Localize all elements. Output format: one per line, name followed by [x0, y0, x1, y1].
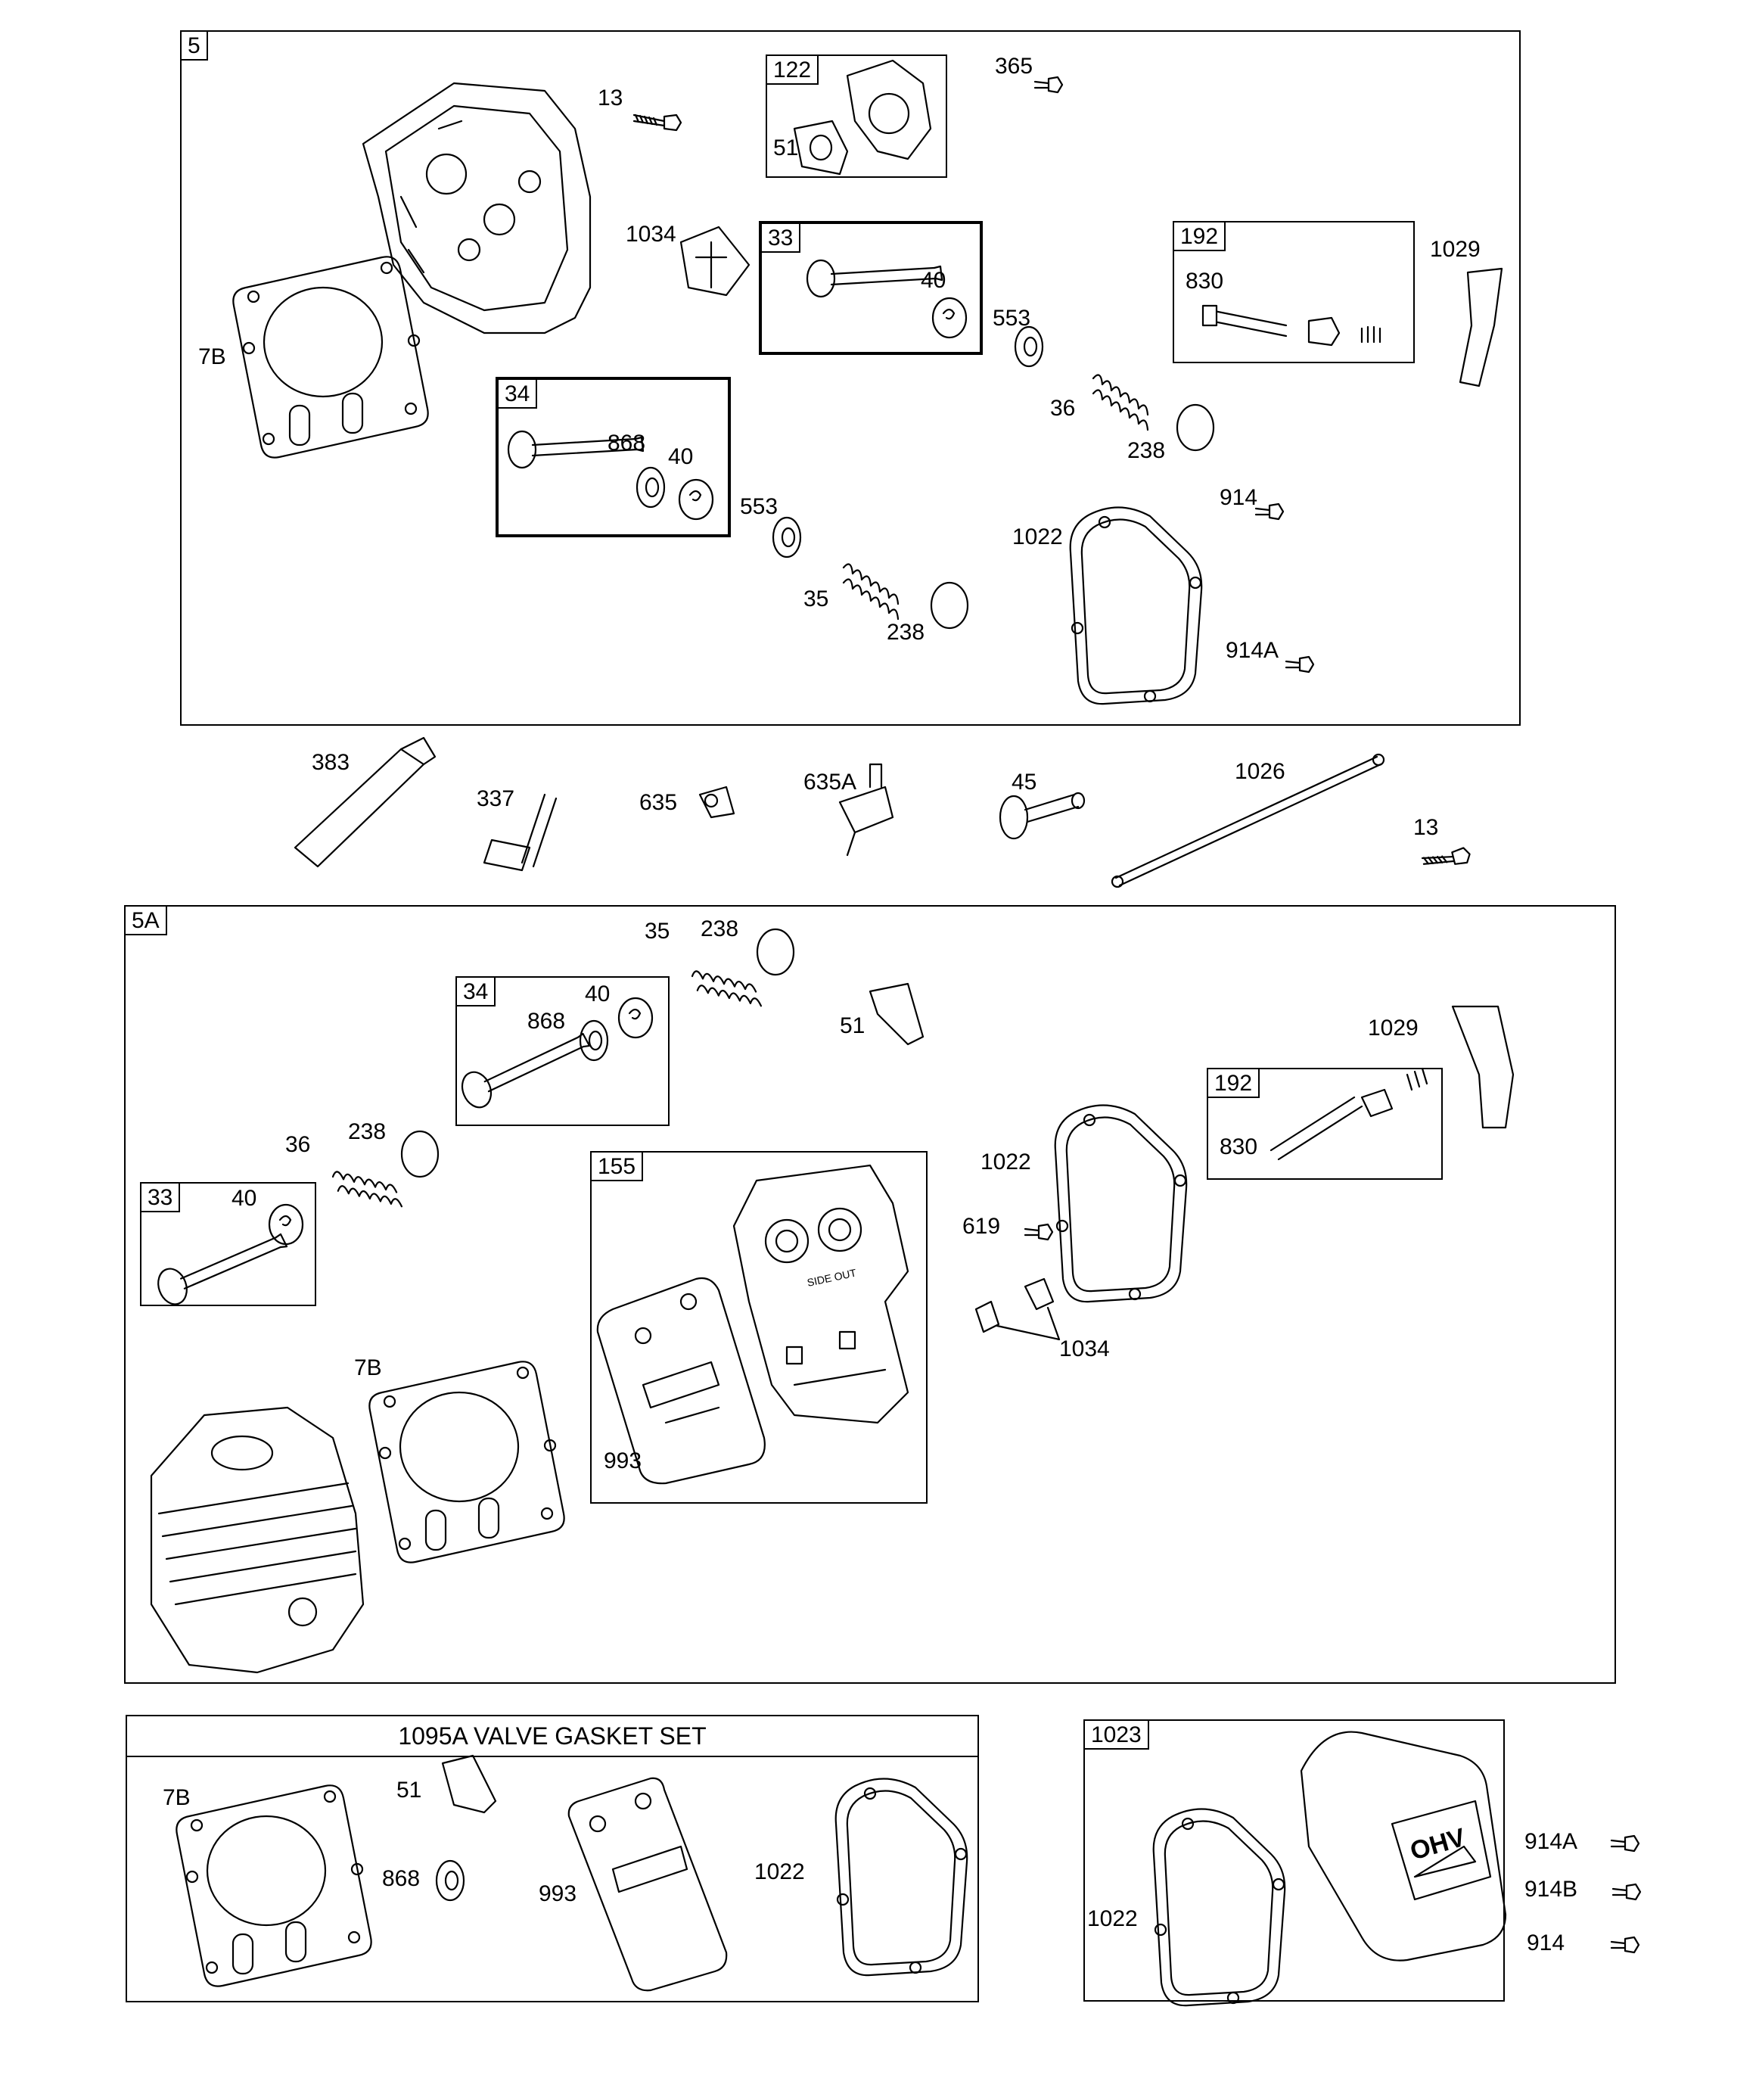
callout-set-868: 868	[382, 1866, 421, 1891]
callout-5A-993: 993	[604, 1448, 642, 1473]
clip-1034-drawing	[974, 1277, 1061, 1341]
gasket-set-title: 1095A VALVE GASKET SET	[127, 1716, 977, 1757]
callout-5A-238-b: 238	[348, 1119, 387, 1144]
callout-830: 830	[1186, 269, 1224, 294]
callout-238: 238	[1127, 438, 1166, 463]
callout-40: 40	[921, 268, 946, 293]
callout-5A-619: 619	[962, 1214, 1001, 1239]
group-33-5A-tag: 33	[140, 1182, 181, 1212]
rocker-arm-drawing	[1459, 267, 1503, 387]
group-192-5A-tag: 192	[1207, 1068, 1260, 1098]
callout-5A-36: 36	[285, 1132, 311, 1157]
callout-5A-40-b: 40	[232, 1186, 257, 1211]
callout-set-993: 993	[539, 1881, 577, 1906]
callout-cover-1022: 1022	[1087, 1906, 1138, 1931]
fitting-635A-drawing	[838, 763, 894, 857]
intake-elbow-drawing	[793, 59, 932, 176]
callout-238-b: 238	[887, 620, 925, 645]
callout-5A-51: 51	[840, 1013, 866, 1038]
group-122-tag: 122	[766, 54, 819, 85]
gasket-155-drawing	[596, 1164, 909, 1485]
callout-5A-830: 830	[1220, 1134, 1258, 1159]
group-192-5A-frame: 192	[1207, 1068, 1443, 1180]
callout-914: 914	[1220, 485, 1258, 510]
callout-36: 36	[1050, 396, 1076, 421]
callout-5A-7B: 7B	[354, 1355, 382, 1380]
cover-set-frame: 1023	[1083, 1719, 1505, 2002]
callout-45: 45	[1012, 770, 1037, 795]
callout-40-b: 40	[668, 444, 694, 469]
callout-635: 635	[639, 790, 678, 815]
section-5A-frame: 5A	[124, 905, 1616, 1684]
spark-plug-boot-drawing	[294, 736, 437, 868]
group-34-tag: 34	[497, 378, 538, 409]
callout-5A-35: 35	[645, 919, 670, 944]
callout-914-cover: 914	[1527, 1930, 1565, 1955]
callout-5A-1034: 1034	[1059, 1336, 1110, 1361]
cylinder-head-drawing	[362, 82, 592, 334]
breather-plate-drawing	[679, 226, 751, 297]
callout-914A-cover: 914A	[1524, 1829, 1578, 1854]
callout-13-loose: 13	[1413, 815, 1439, 840]
spark-plug-drawing	[483, 793, 558, 872]
callout-1029: 1029	[1430, 237, 1481, 262]
rocker-arm-5a-drawing	[1451, 1005, 1515, 1129]
callout-5A-238: 238	[701, 916, 739, 941]
group-33-frame: 33	[759, 221, 983, 355]
valve-45-drawing	[999, 792, 1086, 840]
callout-51: 51	[773, 135, 799, 160]
gasket-set-frame: 1095A VALVE GASKET SET	[126, 1715, 979, 2002]
rocker-stud-drawing	[1201, 304, 1381, 347]
callout-337: 337	[477, 786, 515, 811]
group-192-frame: 192	[1173, 221, 1415, 363]
callout-1034: 1034	[626, 222, 676, 247]
callout-914A: 914A	[1226, 638, 1279, 663]
callout-868: 868	[608, 431, 646, 456]
callout-set-1022: 1022	[754, 1859, 805, 1884]
rocker-stud-5a-drawing	[1270, 1067, 1428, 1161]
callout-1026: 1026	[1235, 759, 1285, 784]
section-5A-tag: 5A	[124, 905, 167, 935]
gasket-51-drawing	[869, 982, 925, 1046]
group-155-frame: 155	[590, 1151, 928, 1504]
group-33-5A-frame: 33	[140, 1182, 316, 1306]
callout-365: 365	[995, 54, 1033, 79]
callout-7B: 7B	[198, 344, 226, 369]
group-192-tag: 192	[1173, 221, 1226, 251]
callout-5A-868: 868	[527, 1009, 566, 1034]
callout-35: 35	[803, 586, 829, 611]
callout-5A-40: 40	[585, 982, 611, 1006]
callout-1022: 1022	[1012, 524, 1063, 549]
callout-set-7B: 7B	[163, 1785, 191, 1810]
group-33-tag: 33	[760, 222, 801, 253]
group-122-frame: 122	[766, 54, 947, 178]
callout-13: 13	[598, 86, 623, 110]
callout-5A-1029: 1029	[1368, 1016, 1419, 1041]
callout-635A: 635A	[803, 770, 857, 795]
push-rod-drawing	[1111, 753, 1385, 888]
callout-553-b: 553	[740, 494, 778, 519]
group-34-5A-frame: 34	[455, 976, 670, 1126]
section-5-tag: 5	[180, 30, 208, 61]
section-5-frame: 5	[180, 30, 1521, 726]
valve-cover-drawing	[1300, 1731, 1507, 1962]
callout-914B-cover: 914B	[1524, 1877, 1578, 1902]
callout-5A-1022: 1022	[981, 1150, 1031, 1174]
cover-set-tag: 1023	[1083, 1719, 1149, 1750]
cylinder-5a-drawing	[150, 1406, 365, 1674]
group-155-tag: 155	[590, 1151, 644, 1181]
callout-553: 553	[993, 306, 1031, 331]
callout-383: 383	[312, 750, 350, 775]
fitting-635-drawing	[698, 786, 735, 819]
group-34-5A-tag: 34	[455, 976, 496, 1006]
callout-set-51: 51	[396, 1778, 422, 1803]
gasket-993-set-drawing	[567, 1777, 728, 1992]
group-34-frame: 34	[496, 377, 731, 537]
